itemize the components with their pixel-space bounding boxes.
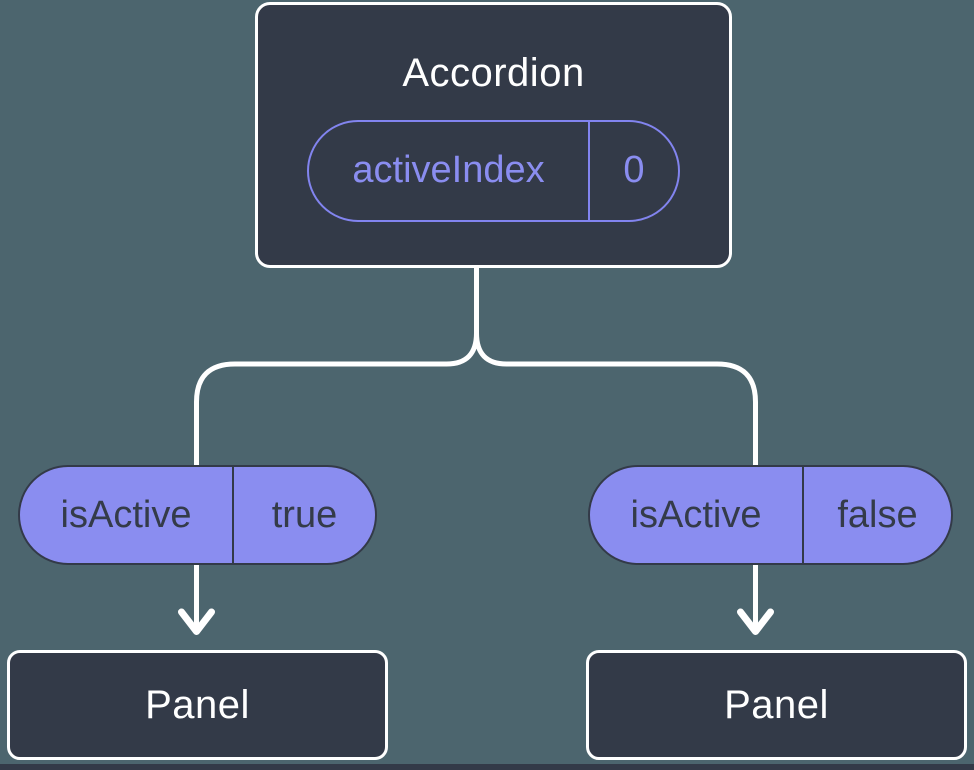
prop-name-label: isActive <box>20 467 234 563</box>
panel-node-title: Panel <box>724 682 829 727</box>
is-active-pill-right: isActive false <box>588 465 953 565</box>
branch-line-left <box>194 261 479 628</box>
panel-node-right: Panel <box>586 650 967 760</box>
bottom-edge-strip <box>0 764 974 770</box>
branch-line-right <box>474 261 758 628</box>
accordion-node: Accordion activeIndex 0 <box>255 2 732 268</box>
active-index-state-pill: activeIndex 0 <box>307 119 680 222</box>
panel-node-title: Panel <box>145 682 250 727</box>
state-name-label: activeIndex <box>309 121 590 220</box>
panel-node-left: Panel <box>7 650 388 760</box>
arrowhead-left-icon <box>178 608 215 635</box>
state-value-label: 0 <box>623 149 645 191</box>
accordion-node-title: Accordion <box>402 50 585 95</box>
prop-value-label: false <box>837 493 918 536</box>
is-active-pill-left: isActive true <box>18 465 377 565</box>
prop-value-label: true <box>271 493 338 536</box>
prop-name-label: isActive <box>590 467 804 563</box>
arrowhead-right-icon <box>737 608 774 635</box>
